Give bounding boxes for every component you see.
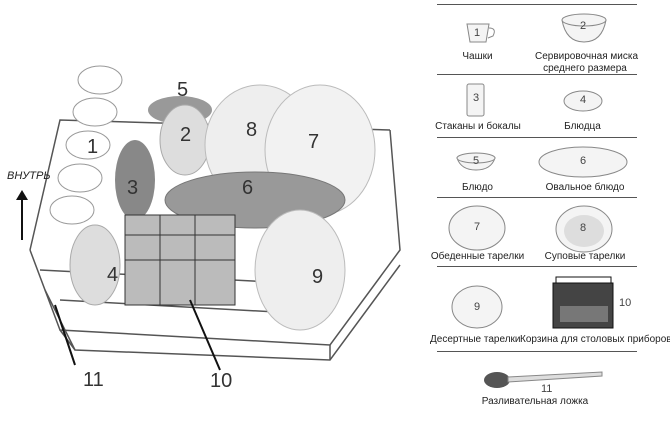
legend-num-5: 5 [473,155,480,167]
callout-8: 8 [246,119,258,141]
legend-num-6: 6 [580,155,587,167]
legend-label-saucers: Блюдца [564,121,601,132]
callout-7: 7 [308,131,320,153]
legend-label-dinner-plates: Обеденные тарелки [430,251,525,262]
legend-label-glasses: Стаканы и бокалы [435,121,521,132]
legend-label-platter: Блюдо [462,182,493,193]
legend-num-10: 10 [619,297,632,309]
divider [437,351,637,352]
divider [437,4,637,5]
legend-label-cups: Чашки [462,51,493,62]
inside-label: ВНУТРЬ [7,170,51,182]
callout-3: 3 [127,177,139,199]
divider [437,137,637,138]
dinner-plate-icon [448,205,506,251]
callout-4: 4 [107,264,119,286]
legend-label-oval-platter: Овальное блюдо [545,182,625,193]
dessert-plate-icon [451,285,503,329]
callout-6: 6 [242,177,254,199]
legend-label-cutlery-basket: Корзина для столовых приборов [520,334,670,345]
divider [437,266,637,267]
callout-1: 1 [87,136,99,158]
legend-num-4: 4 [580,94,587,106]
callout-5: 5 [177,79,189,101]
dessert-plates-9 [254,209,346,331]
legend-label-serving-bowl: Сервировочная миска [535,51,639,62]
legend-num-9: 9 [474,301,481,313]
legend-num-7: 7 [474,221,481,233]
cutlery-basket-icon [552,276,614,329]
oval-platter-icon [538,146,628,178]
legend-label-soup-plates: Суповые тарелки [544,251,626,262]
callout-10: 10 [210,370,233,392]
legend-num-2: 2 [580,20,587,32]
saucers-4 [69,224,121,306]
saucer-icon [563,90,603,112]
cup-icon [466,23,490,43]
glass-icon [466,83,485,117]
callout-11: 11 [83,369,104,391]
legend-label-serving-bowl-line2: среднего размера [543,63,627,74]
glasses-3 [115,140,155,220]
ladle-icon [484,371,603,388]
callout-9: 9 [312,266,324,288]
callout-2: 2 [180,124,192,146]
divider [437,197,637,198]
legend-num-1: 1 [474,27,481,39]
legend-num-11: 11 [541,383,553,395]
legend-label-ladle: Разливательная ложка [481,396,589,407]
legend-num-3: 3 [473,92,480,104]
legend-num-8: 8 [580,222,587,234]
callout-arrows [21,195,221,371]
legend-label-dessert-plates: Десертные тарелки [430,334,521,345]
divider [437,74,637,75]
cups [49,65,123,225]
